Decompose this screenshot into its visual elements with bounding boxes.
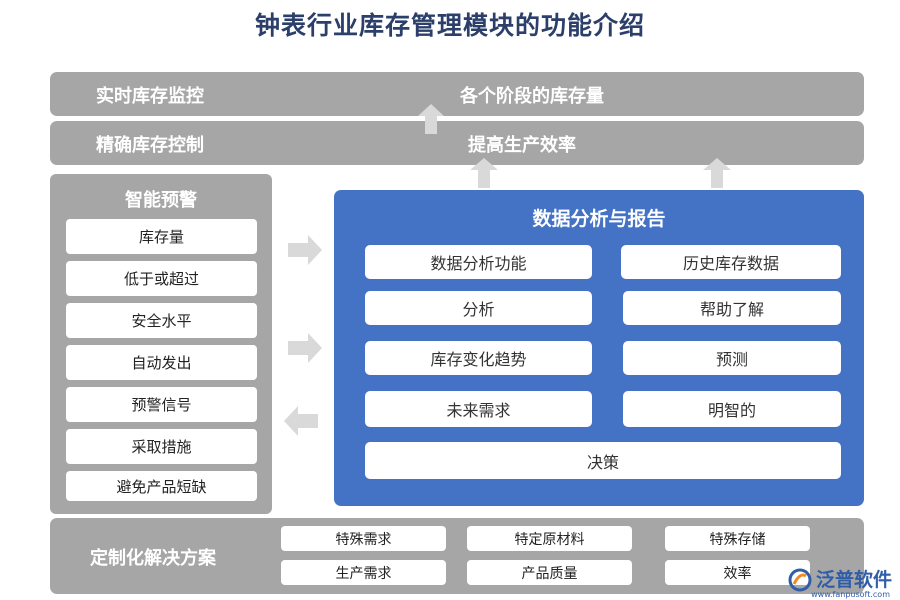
- warning-item: 避免产品短缺: [66, 471, 257, 501]
- custom-solution-panel: 定制化解决方案 特殊需求 特定原材料 特殊存储 生产需求 产品质量 效率: [50, 518, 864, 594]
- page-title: 钟表行业库存管理模块的功能介绍: [254, 11, 645, 40]
- up-arrow-icon: [470, 158, 498, 188]
- up-arrow-icon: [418, 104, 444, 134]
- logo-icon: [788, 568, 812, 592]
- solution-item: 产品质量: [467, 560, 632, 585]
- solution-item: 特殊存储: [665, 526, 810, 551]
- warning-item: 安全水平: [66, 303, 257, 338]
- panel-title: 数据分析与报告: [532, 208, 666, 230]
- logo-name: 泛普软件: [815, 568, 892, 591]
- warning-item: 低于或超过: [66, 261, 257, 296]
- analysis-item: 分析: [365, 291, 592, 325]
- solution-item: 特定原材料: [467, 526, 632, 551]
- data-analysis-panel: 数据分析与报告 数据分析功能 历史库存数据 分析 帮助了解 库存变化趋势 预测 …: [334, 190, 864, 506]
- warning-item: 自动发出: [66, 345, 257, 380]
- up-arrow-icon: [703, 158, 731, 188]
- right-arrow-icon: [288, 333, 322, 363]
- top-bar-left-label: 精确库存控制: [96, 135, 204, 156]
- analysis-item: 帮助了解: [623, 291, 841, 325]
- top-bar-right-label: 各个阶段的库存量: [460, 86, 604, 107]
- solution-item: 生产需求: [281, 560, 446, 585]
- analysis-item: 未来需求: [365, 391, 592, 427]
- top-bar-precise: 精确库存控制 提高生产效率: [50, 121, 864, 165]
- top-bar-realtime: 实时库存监控 各个阶段的库存量: [50, 72, 864, 116]
- panel-title: 定制化解决方案: [90, 548, 216, 569]
- right-arrow-icon: [288, 235, 322, 265]
- top-bar-right-label: 提高生产效率: [468, 135, 576, 156]
- solution-item: 特殊需求: [281, 526, 446, 551]
- analysis-item: 明智的: [623, 391, 841, 427]
- solution-item: 效率: [665, 560, 810, 585]
- warning-item: 预警信号: [66, 387, 257, 422]
- analysis-item: 数据分析功能: [365, 245, 592, 279]
- warning-item: 采取措施: [66, 429, 257, 464]
- logo-url: www.fanpusoft.com: [811, 590, 890, 599]
- smart-warning-panel: 智能预警 库存量 低于或超过 安全水平 自动发出 预警信号 采取措施 避免产品短…: [50, 174, 272, 514]
- warning-item: 库存量: [66, 219, 257, 254]
- analysis-item: 历史库存数据: [621, 245, 841, 279]
- top-bar-left-label: 实时库存监控: [96, 86, 204, 107]
- left-arrow-icon: [284, 406, 318, 436]
- analysis-item: 预测: [623, 341, 841, 375]
- analysis-item-decision: 决策: [365, 442, 841, 479]
- panel-title: 智能预警: [125, 190, 197, 211]
- brand-logo: 泛普软件 www.fanpusoft.com: [788, 568, 892, 599]
- analysis-item: 库存变化趋势: [365, 341, 592, 375]
